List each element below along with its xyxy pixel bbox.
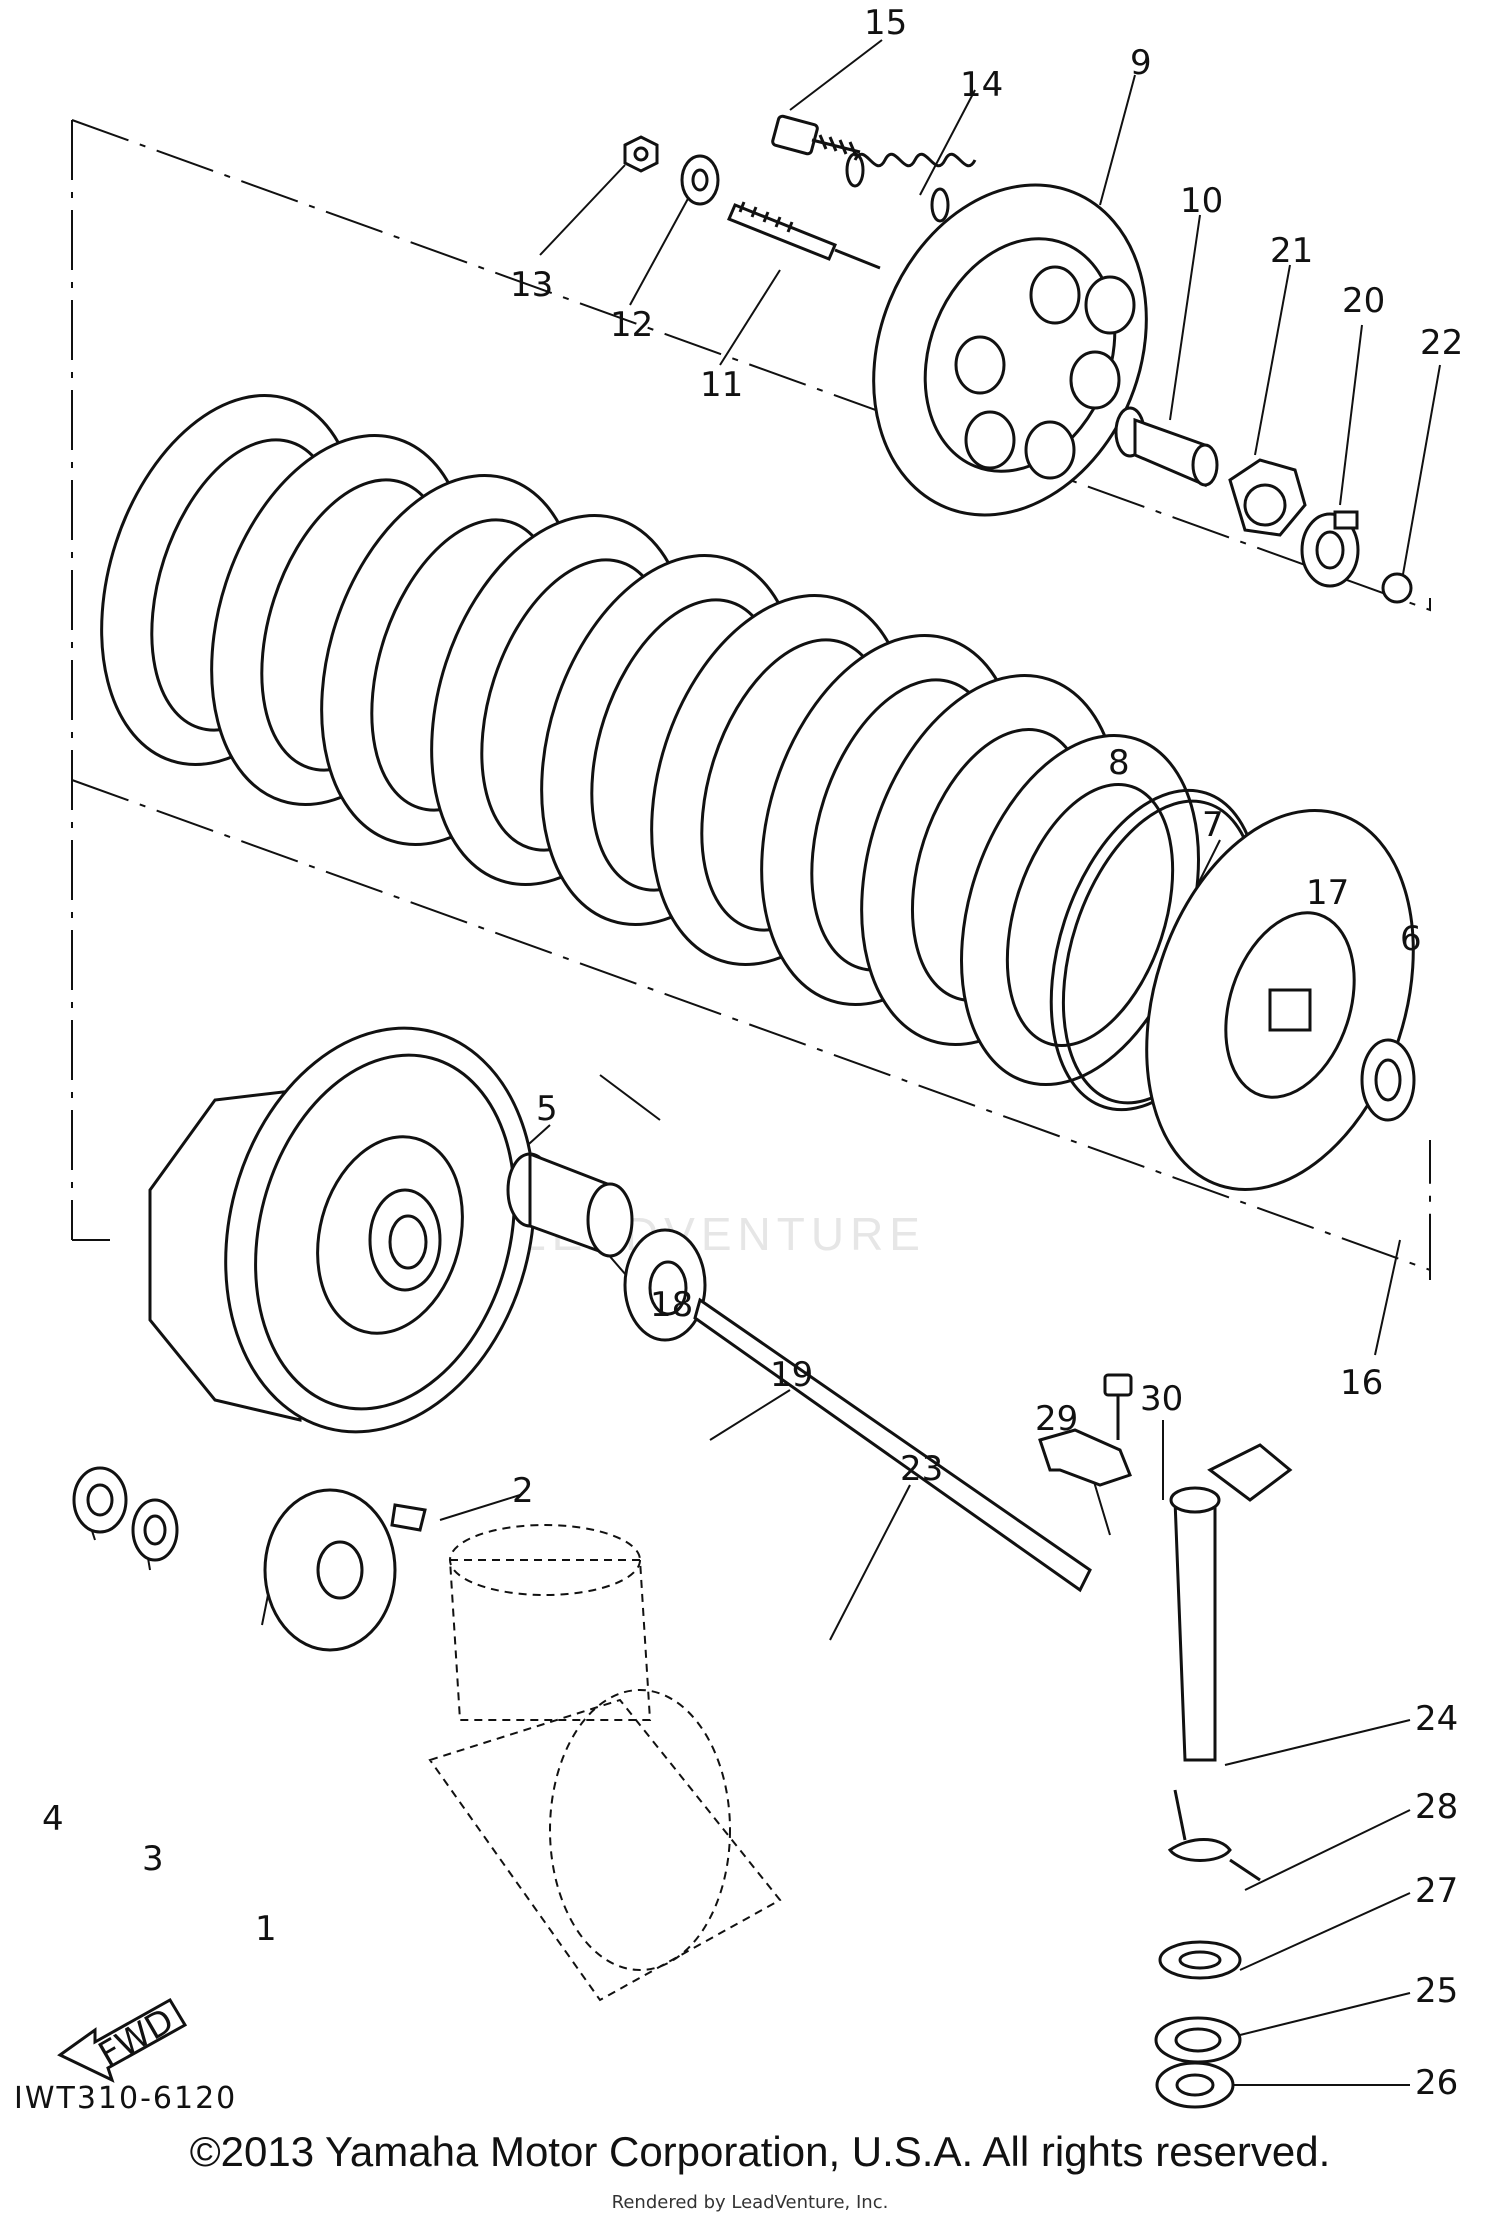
spring-part-14 <box>845 152 977 223</box>
assembly-boundary-lines <box>71 119 1431 1280</box>
lever-plate-parts <box>1038 1373 1133 1487</box>
bearing-part-26 <box>1155 2061 1235 2109</box>
part-label-7: 7 <box>1202 805 1224 845</box>
plate-part-29 <box>1038 1428 1132 1487</box>
part-label-4: 4 <box>42 1799 64 1839</box>
part-number-labels: 15 14 9 10 21 20 22 13 12 11 8 7 17 6 16… <box>42 3 1463 2103</box>
part-label-19: 19 <box>770 1355 813 1395</box>
nut-part-4 <box>72 1466 128 1534</box>
part-label-18: 18 <box>650 1285 693 1325</box>
push-rod-part-11 <box>727 201 881 270</box>
part-label-16: 16 <box>1340 1363 1383 1403</box>
part-label-5: 5 <box>536 1089 558 1129</box>
part-label-27: 27 <box>1415 1871 1458 1911</box>
push-rod-part-23 <box>693 1297 1092 1593</box>
bolt-part-15 <box>771 114 861 157</box>
nut-part-13 <box>623 135 659 173</box>
fwd-arrow-icon: FWD <box>57 1997 188 2083</box>
spring-part-28 <box>1167 1789 1261 1882</box>
part-label-24: 24 <box>1415 1699 1458 1739</box>
washer-part-19 <box>623 1228 707 1342</box>
part-label-26: 26 <box>1415 2063 1458 2103</box>
part-label-30: 30 <box>1140 1379 1183 1419</box>
washer-part-27 <box>1158 1940 1242 1980</box>
clutch-boss-group <box>860 674 1416 1191</box>
part-label-25: 25 <box>1415 1971 1458 2011</box>
washer-part-3 <box>131 1498 179 1562</box>
pressure-plate-part-9 <box>872 183 1148 517</box>
crankshaft-phantom <box>428 1524 782 2002</box>
part-label-3: 3 <box>142 1839 164 1879</box>
sleeve-part-10 <box>1114 406 1219 488</box>
part-label-12: 12 <box>610 305 653 345</box>
part-label-15: 15 <box>864 3 907 43</box>
pressure-plate-fasteners <box>623 114 977 270</box>
part-label-21: 21 <box>1270 231 1313 271</box>
shaft-small-parts <box>1154 1789 1261 2109</box>
washer-part-12 <box>680 154 720 206</box>
part-label-9: 9 <box>1130 43 1152 83</box>
lock-washer-part-20 <box>1300 510 1360 588</box>
part-label-22: 22 <box>1420 323 1463 363</box>
drawing-code: IWT310-6120 <box>14 2081 237 2116</box>
part-label-10: 10 <box>1180 181 1223 221</box>
crank-side-parts <box>72 1466 782 2002</box>
part-label-28: 28 <box>1415 1787 1458 1827</box>
clutch-housing-part-5 <box>148 1026 536 1434</box>
part-label-1: 1 <box>255 1909 277 1949</box>
bolt-part-30 <box>1103 1373 1133 1440</box>
nut-part-21 <box>1228 458 1307 537</box>
pressure-plate-hub-parts <box>1114 406 1413 604</box>
part-label-29: 29 <box>1035 1399 1078 1439</box>
part-label-2: 2 <box>512 1471 534 1511</box>
part-label-11: 11 <box>700 365 743 405</box>
housing-bushing-parts <box>506 1151 707 1342</box>
clutch-boss-part-6 <box>1145 809 1415 1191</box>
copyright-notice: ©2013 Yamaha Motor Corporation, U.S.A. A… <box>189 2128 1331 2175</box>
part-label-6: 6 <box>1400 919 1422 959</box>
bushing-part-18 <box>506 1151 634 1258</box>
part-label-14: 14 <box>960 65 1003 105</box>
ball-part-22 <box>1381 572 1413 604</box>
rendered-by-note: Rendered by LeadVenture, Inc. <box>611 2192 889 2213</box>
part-label-17: 17 <box>1306 873 1349 913</box>
key-part-2 <box>390 1503 427 1532</box>
part-label-23: 23 <box>900 1449 943 1489</box>
washer-part-16 <box>1360 1038 1416 1122</box>
part-label-8: 8 <box>1108 743 1130 783</box>
primary-drive-gear-part-1 <box>263 1488 397 1652</box>
part-label-20: 20 <box>1342 281 1385 321</box>
push-lever-shaft-part-24 <box>1169 1443 1293 1762</box>
seal-part-25 <box>1154 2016 1242 2064</box>
part-label-13: 13 <box>510 265 553 305</box>
